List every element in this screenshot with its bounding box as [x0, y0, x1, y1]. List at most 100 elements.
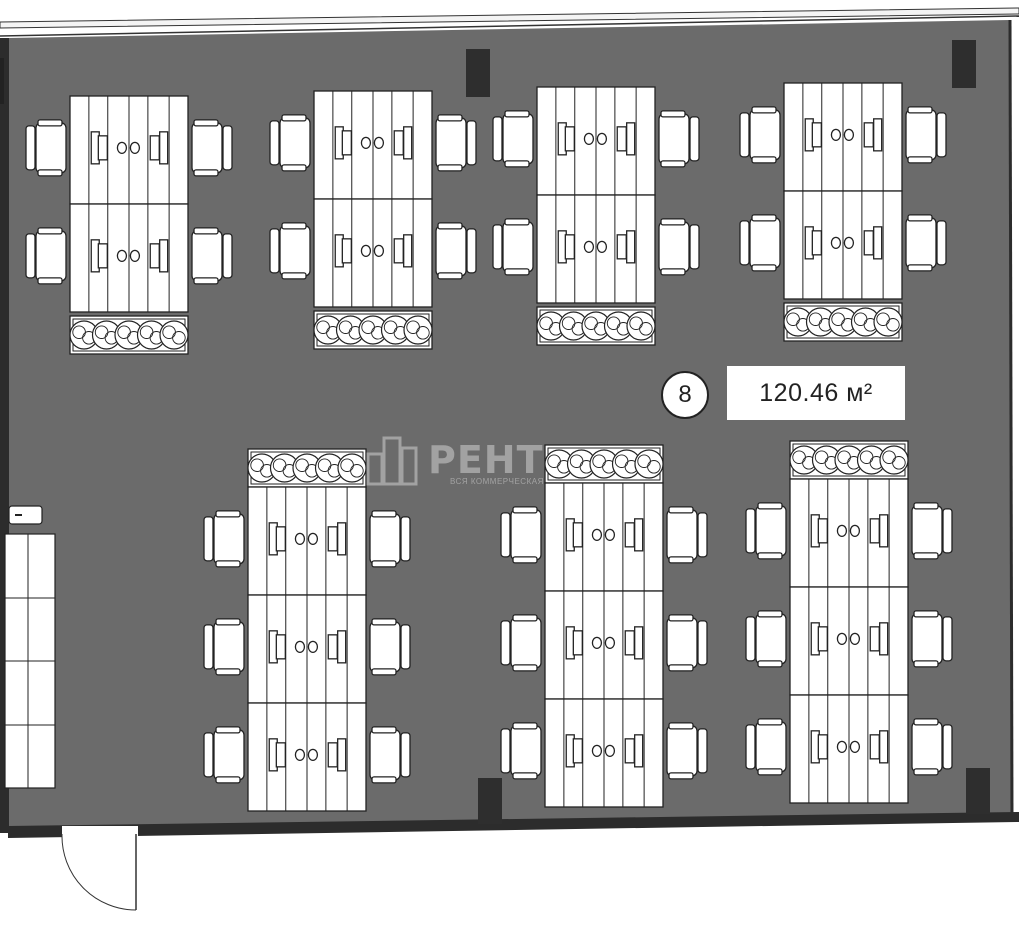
furniture-layout: [25, 82, 953, 812]
chair: [369, 510, 411, 568]
planter: [313, 310, 433, 350]
desk-pair: [544, 698, 664, 808]
desk-pair: [247, 594, 367, 704]
monitor-icon: [863, 226, 883, 260]
cup-icon: [116, 249, 128, 262]
cup-icon: [591, 528, 603, 541]
monitor-icon: [565, 734, 583, 768]
workstation-cluster: [492, 86, 700, 346]
planter: [247, 448, 367, 488]
monitor-icon: [810, 514, 828, 548]
cup-icon: [849, 524, 861, 537]
cup-icon: [836, 632, 848, 645]
plant-icon: [626, 311, 656, 341]
column: [478, 778, 502, 824]
wall-socket: [8, 505, 43, 525]
right-wall: [1008, 19, 1014, 821]
monitor-icon: [624, 734, 644, 768]
chair: [203, 618, 245, 676]
monitor-icon: [565, 518, 583, 552]
plant-icon: [403, 315, 433, 345]
monitor-icon: [804, 226, 822, 260]
chair: [905, 106, 947, 164]
chair: [739, 214, 781, 272]
cup-icon: [360, 136, 372, 149]
monitor-icon: [268, 522, 286, 556]
chair: [500, 506, 542, 564]
desk-pair: [69, 95, 189, 205]
cup-icon: [836, 524, 848, 537]
monitor-icon: [393, 126, 413, 160]
chair: [911, 610, 953, 668]
chair: [435, 222, 477, 280]
monitor-icon: [149, 239, 169, 273]
planter: [69, 315, 189, 355]
workstation-cluster: [269, 90, 477, 350]
cup-icon: [591, 636, 603, 649]
cup-icon: [836, 740, 848, 753]
chair: [666, 614, 708, 672]
chair: [269, 114, 311, 172]
desk-pair: [789, 478, 909, 588]
monitor-icon: [804, 118, 822, 152]
monitor-icon: [327, 522, 347, 556]
cup-icon: [849, 740, 861, 753]
monitor-icon: [557, 122, 575, 156]
cup-icon: [830, 236, 842, 249]
entrance-door: [61, 826, 138, 911]
chair: [911, 502, 953, 560]
cup-icon: [307, 640, 319, 653]
column: [966, 768, 990, 814]
chair: [905, 214, 947, 272]
monitor-icon: [393, 234, 413, 268]
room-area-label: 120.46 м²: [727, 366, 905, 420]
chair: [745, 502, 787, 560]
chair: [435, 114, 477, 172]
planter: [783, 302, 903, 342]
cup-icon: [373, 244, 385, 257]
workstation-cluster: [500, 444, 708, 808]
planter: [544, 444, 664, 484]
monitor-icon: [90, 239, 108, 273]
monitor-icon: [616, 122, 636, 156]
desk-pair: [313, 90, 433, 200]
chair: [658, 110, 700, 168]
plant-icon: [879, 445, 909, 475]
cup-icon: [849, 632, 861, 645]
chair: [745, 610, 787, 668]
plant-icon: [873, 307, 903, 337]
workstation-cluster: [739, 82, 947, 342]
top-wall: [0, 7, 1019, 37]
column: [952, 40, 976, 88]
monitor-icon: [624, 518, 644, 552]
cup-icon: [596, 240, 608, 253]
cup-icon: [583, 240, 595, 253]
chair: [269, 222, 311, 280]
chair: [203, 510, 245, 568]
monitor-icon: [810, 730, 828, 764]
cup-icon: [294, 748, 306, 761]
chair: [500, 722, 542, 780]
monitor-icon: [869, 730, 889, 764]
chair: [191, 227, 233, 285]
monitor-icon: [557, 230, 575, 264]
chair: [369, 618, 411, 676]
cup-icon: [604, 744, 616, 757]
chair: [191, 119, 233, 177]
monitor-icon: [334, 126, 352, 160]
column: [466, 49, 490, 97]
chair: [369, 726, 411, 784]
chair: [666, 722, 708, 780]
chair: [25, 227, 67, 285]
desk-pair: [783, 82, 903, 192]
desk-pair: [789, 586, 909, 696]
desk-pair: [544, 590, 664, 700]
workstation-cluster: [745, 440, 953, 804]
cup-icon: [294, 640, 306, 653]
chair: [658, 218, 700, 276]
plant-icon: [159, 320, 189, 350]
cup-icon: [307, 748, 319, 761]
cup-icon: [591, 744, 603, 757]
desk-pair: [247, 702, 367, 812]
cup-icon: [830, 128, 842, 141]
